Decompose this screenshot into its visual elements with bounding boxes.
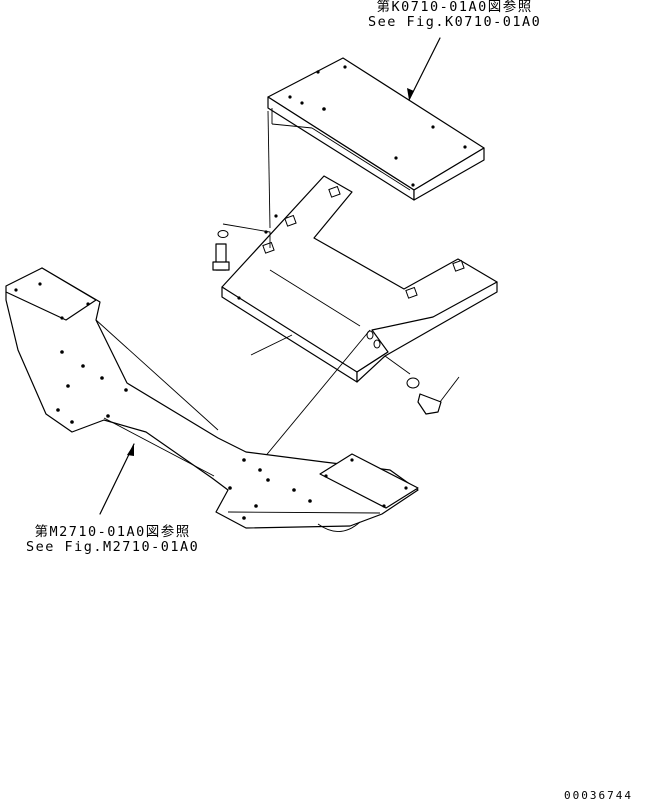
bracket-plate-part	[221, 175, 498, 383]
left-bolt-washer	[212, 223, 271, 271]
callout-arrow-bottom	[99, 443, 135, 515]
leader-line-bracket	[250, 334, 293, 356]
assembly-line-top	[267, 110, 271, 229]
drawing-number: 00036744	[564, 789, 633, 802]
top-cover-part	[267, 57, 485, 201]
callout-top-right: 第K0710-01A0図参照 See Fig.K0710-01A0	[368, 0, 541, 30]
callout-bottom-left: 第M2710-01A0図参照 See Fig.M2710-01A0	[26, 525, 199, 555]
callout-bottom-left-line1: 第M2710-01A0図参照	[34, 524, 191, 540]
callout-bottom-left-line2: See Fig.M2710-01A0	[26, 539, 200, 555]
right-bolt-washer	[384, 355, 460, 415]
callout-top-right-line2: See Fig.K0710-01A0	[368, 14, 542, 30]
callout-arrow-top	[407, 37, 441, 101]
main-frame-part	[5, 267, 419, 532]
callout-top-right-line1: 第K0710-01A0図参照	[376, 0, 533, 15]
assembly-line-middle	[253, 329, 371, 471]
